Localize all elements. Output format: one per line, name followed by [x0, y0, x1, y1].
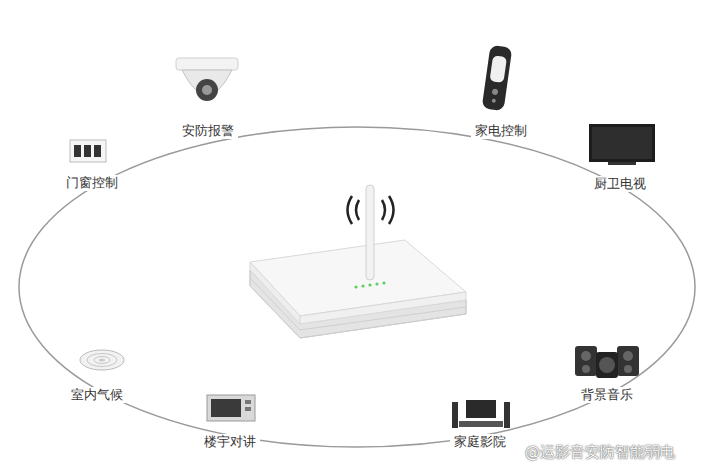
remote-control-icon: [482, 45, 513, 111]
watermark: @运影音安防智能弱电: [521, 444, 679, 460]
device-label: 家庭影院: [450, 434, 510, 450]
air-vent-icon: [80, 350, 124, 370]
router-illustration: [250, 185, 466, 338]
device-label: 厨卫电视: [590, 176, 650, 192]
device-label: 室内气候: [67, 387, 127, 403]
home-theater-icon: [452, 400, 510, 428]
device-label: 安防报警: [178, 123, 238, 139]
intercom-icon: [207, 395, 255, 421]
device-label: 楼宇对讲: [200, 434, 260, 450]
tv-icon: [589, 124, 655, 165]
device-label: 背景音乐: [577, 387, 637, 403]
device-label: 家电控制: [471, 123, 531, 139]
dome-camera-icon: [176, 58, 238, 101]
ring-line: [19, 127, 695, 447]
device-label: 门窗控制: [62, 175, 122, 191]
switch-panel-icon: [70, 140, 106, 162]
speaker-icon: [575, 346, 639, 378]
